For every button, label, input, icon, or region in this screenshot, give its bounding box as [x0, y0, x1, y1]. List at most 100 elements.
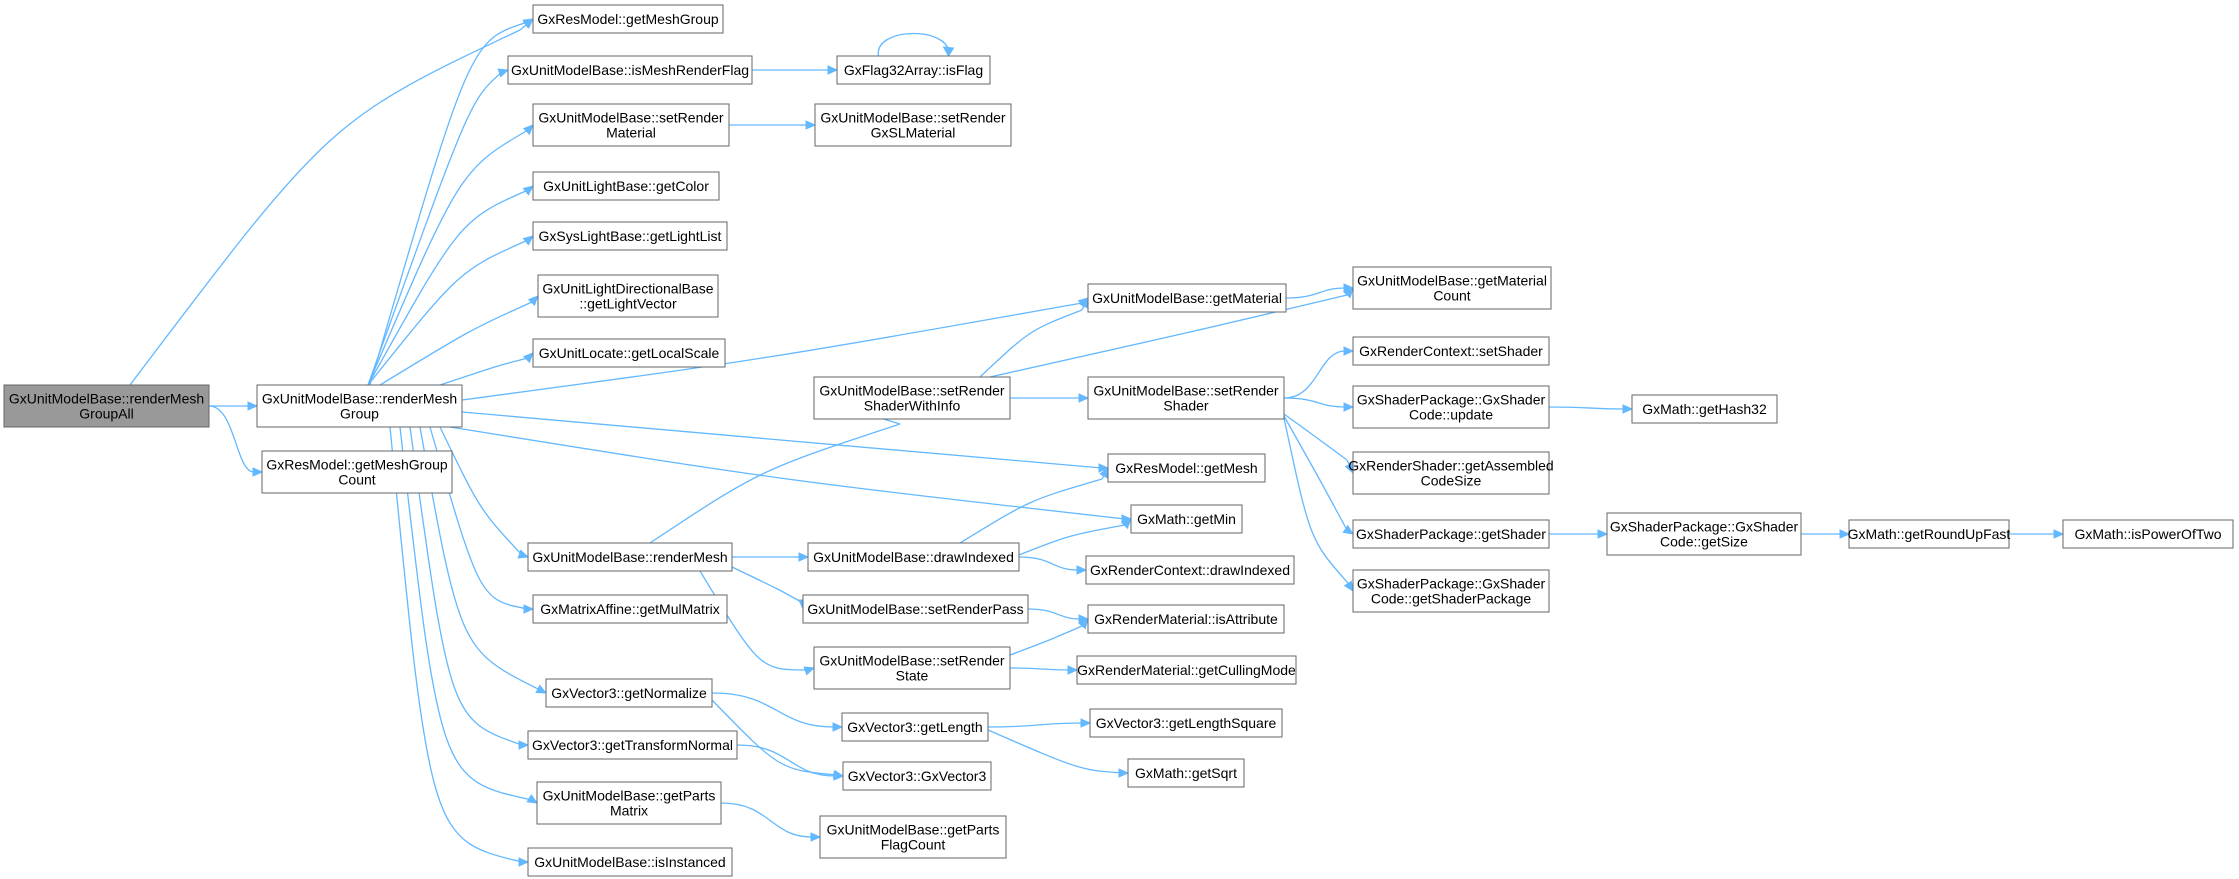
node-getPartsMatrix-box[interactable]: [536, 781, 722, 825]
node-root-box[interactable]: [3, 384, 210, 428]
node-getShader-box[interactable]: [1352, 519, 1550, 549]
node-getMin-box[interactable]: [1130, 504, 1243, 534]
node-getPartsFlagCount-box[interactable]: [819, 815, 1007, 859]
edge-root-renderMeshGroup-arrow: [247, 401, 259, 411]
node-setRenderPass-box[interactable]: [802, 594, 1029, 624]
node-getSqrt[interactable]: GxMath::getSqrt: [1127, 758, 1245, 788]
node-getHash32[interactable]: GxMath::getHash32: [1631, 394, 1778, 424]
node-setRenderShader-box[interactable]: [1087, 376, 1285, 420]
node-getLightVector[interactable]: GxUnitLightDirectionalBase::getLightVect…: [537, 274, 719, 318]
node-getColor[interactable]: GxUnitLightBase::getColor: [532, 171, 720, 201]
node-getNormalize-box[interactable]: [545, 678, 713, 708]
edge-setRenderState-isAttribute-arrow: [1078, 618, 1089, 630]
node-getMin[interactable]: GxMath::getMin: [1130, 504, 1243, 534]
node-isFlag[interactable]: GxFlag32Array::isFlag: [836, 55, 991, 85]
node-getTransformNormal[interactable]: GxVector3::getTransformNormal: [527, 730, 738, 760]
node-isInstanced-box[interactable]: [527, 847, 733, 877]
node-getMeshGroupCount-box[interactable]: [261, 450, 453, 494]
node-setRenderMaterial-box[interactable]: [532, 103, 730, 147]
node-getMeshGroup-box[interactable]: [532, 4, 724, 34]
edge-getRoundUpFast-isPowerOfTwo-arrow: [2053, 529, 2065, 539]
node-getLength[interactable]: GxVector3::getLength: [841, 712, 989, 742]
node-setRenderMaterial-label-1: Material: [606, 125, 656, 141]
node-isAttribute-box[interactable]: [1087, 604, 1285, 634]
node-getShaderPackage-box[interactable]: [1352, 569, 1550, 613]
node-getSize-box[interactable]: [1606, 512, 1802, 556]
node-getHash32-box[interactable]: [1631, 394, 1778, 424]
node-getTransformNormal-box[interactable]: [527, 730, 738, 760]
node-drawIndexedCtx-box[interactable]: [1085, 555, 1295, 585]
node-getLightList[interactable]: GxSysLightBase::getLightList: [532, 221, 728, 251]
node-getLightVector-box[interactable]: [537, 274, 719, 318]
node-drawIndexedModel[interactable]: GxUnitModelBase::drawIndexed: [807, 542, 1020, 572]
node-getMulMatrix-box[interactable]: [532, 594, 728, 624]
edge-isFlag-self-arrow: [942, 46, 955, 57]
node-getCullingMode[interactable]: GxRenderMaterial::getCullingMode: [1076, 655, 1297, 685]
node-isMeshRenderFlag[interactable]: GxUnitModelBase::isMeshRenderFlag: [507, 55, 753, 85]
node-getMesh[interactable]: GxResModel::getMesh: [1107, 453, 1266, 483]
node-getLengthSquare[interactable]: GxVector3::getLengthSquare: [1089, 708, 1283, 738]
node-renderMeshGroup-label-1: Group: [340, 406, 379, 422]
call-nodes: GxUnitModelBase::renderMeshGroupAllGxUni…: [3, 4, 2234, 877]
node-isAttribute[interactable]: GxRenderMaterial::isAttribute: [1087, 604, 1285, 634]
node-drawIndexedModel-box[interactable]: [807, 542, 1020, 572]
node-isPowerOfTwo-box[interactable]: [2062, 519, 2234, 549]
node-getRoundUpFast[interactable]: GxMath::getRoundUpFast: [1848, 519, 2011, 549]
node-getMeshGroup[interactable]: GxResModel::getMeshGroup: [532, 4, 724, 34]
node-isPowerOfTwo[interactable]: GxMath::isPowerOfTwo: [2062, 519, 2234, 549]
node-getLocalScale[interactable]: GxUnitLocate::getLocalScale: [532, 338, 726, 368]
node-getLength-box[interactable]: [841, 712, 989, 742]
node-getNormalize[interactable]: GxVector3::getNormalize: [545, 678, 713, 708]
node-isPowerOfTwo-label-0: GxMath::isPowerOfTwo: [2074, 526, 2221, 542]
node-getMaterial-box[interactable]: [1087, 283, 1287, 313]
node-ctorVector3[interactable]: GxVector3::GxVector3: [842, 761, 992, 791]
node-getMesh-box[interactable]: [1107, 453, 1266, 483]
edge-setRenderShaderWithInfo-setRenderShader-arrow: [1078, 393, 1090, 403]
node-setRenderGxSLMaterial-box[interactable]: [814, 103, 1012, 147]
node-getShader[interactable]: GxShaderPackage::getShader: [1352, 519, 1550, 549]
node-getShaderPackage[interactable]: GxShaderPackage::GxShaderCode::getShader…: [1352, 569, 1550, 613]
node-getLightList-box[interactable]: [532, 221, 728, 251]
node-getMaterial[interactable]: GxUnitModelBase::getMaterial: [1087, 283, 1287, 313]
node-ctorVector3-box[interactable]: [842, 761, 992, 791]
node-getRoundUpFast-box[interactable]: [1848, 519, 2010, 549]
node-isFlag-box[interactable]: [836, 55, 991, 85]
node-getLocalScale-box[interactable]: [532, 338, 726, 368]
node-getAssembledCodeSize-box[interactable]: [1352, 451, 1550, 495]
node-renderMesh-box[interactable]: [527, 542, 733, 572]
node-getCullingMode-box[interactable]: [1076, 655, 1297, 685]
node-isInstanced[interactable]: GxUnitModelBase::isInstanced: [527, 847, 733, 877]
node-update-box[interactable]: [1352, 385, 1550, 429]
node-isMeshRenderFlag-box[interactable]: [507, 55, 753, 85]
node-drawIndexedCtx[interactable]: GxRenderContext::drawIndexed: [1085, 555, 1295, 585]
node-renderMeshGroup-box[interactable]: [256, 384, 463, 428]
node-setShader-box[interactable]: [1352, 336, 1550, 366]
node-getSqrt-box[interactable]: [1127, 758, 1245, 788]
node-renderMesh[interactable]: GxUnitModelBase::renderMesh: [527, 542, 733, 572]
node-setRenderState-box[interactable]: [813, 646, 1011, 690]
node-setRenderPass[interactable]: GxUnitModelBase::setRenderPass: [802, 594, 1029, 624]
node-setShader[interactable]: GxRenderContext::setShader: [1352, 336, 1550, 366]
edge-setRenderShader-getAssembledCodeSize: [1283, 413, 1348, 461]
edge-renderMeshGroup-getNormalize-arrow: [535, 684, 548, 694]
node-getMulMatrix[interactable]: GxMatrixAffine::getMulMatrix: [532, 594, 728, 624]
node-getMulMatrix-label-0: GxMatrixAffine::getMulMatrix: [540, 601, 719, 617]
node-getMaterialCount-box[interactable]: [1352, 266, 1552, 310]
node-getLengthSquare-box[interactable]: [1089, 708, 1283, 738]
node-setRenderShaderWithInfo-box[interactable]: [813, 376, 1011, 420]
node-getColor-box[interactable]: [532, 171, 720, 201]
